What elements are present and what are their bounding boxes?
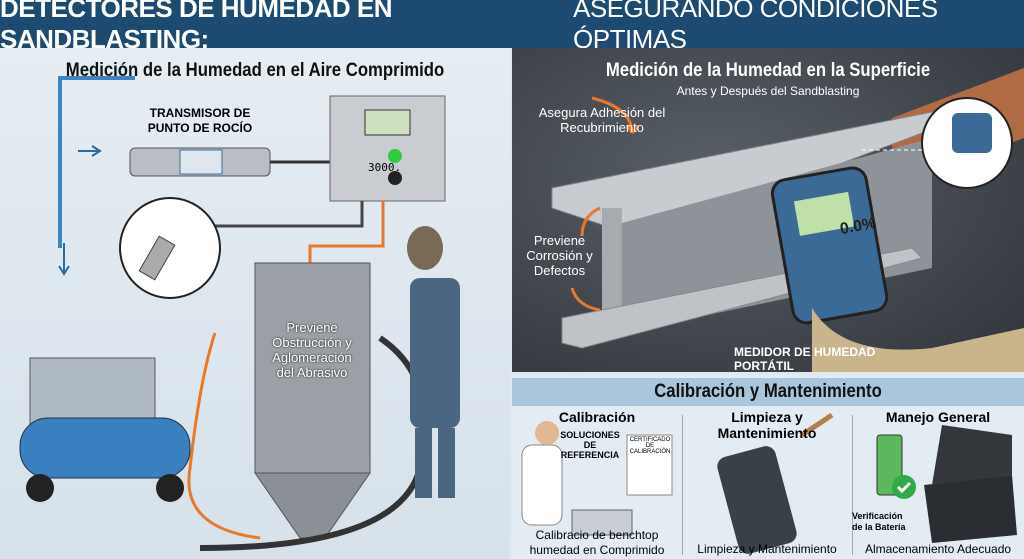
air-compressor-tank <box>19 417 191 479</box>
title-rest: ASEGURANDO CONDICIONES ÓPTIMAS <box>573 0 938 54</box>
benchtop-calibrator <box>571 509 633 536</box>
calibration-caption: Calibracio de benchtop humedad en Compri… <box>529 528 665 557</box>
main-title: DETECTORES DE HUMEDAD EN SANDBLASTING: AS… <box>0 0 1024 54</box>
adhesion-label: Asegura Adhesión del Recubrimiento <box>538 105 666 135</box>
title-bold: DETECTORES DE HUMEDAD EN SANDBLASTING: <box>0 0 393 54</box>
certificate-label: CERTIFICADO DE CALIBRACIÓN <box>629 437 671 455</box>
right-top-subtitle: Antes y Después del Sandblasting <box>676 84 860 98</box>
storage-caption: Almacenamiento Adecuado <box>864 542 1012 556</box>
cleaning-caption: Limpieza y Mantenimiento <box>697 542 837 556</box>
scientist <box>521 444 563 526</box>
left-panel-title: Medición de la Humedad en el Aire Compri… <box>65 60 445 81</box>
flow-down-arrow-icon <box>58 243 70 276</box>
compressor-motor <box>29 357 156 429</box>
handheld-device <box>717 446 797 554</box>
cleaning-heading: Limpieza y Mantenimiento <box>717 409 817 441</box>
transmitter-label: TRANSMISOR DE PUNTO DE ROCÍO <box>147 106 253 135</box>
controller-display: 3000. <box>368 161 402 174</box>
arrow-icon <box>591 96 640 134</box>
worker <box>410 278 460 428</box>
gloved-hand <box>812 308 1024 372</box>
compressed-air-panel: Medición de la Humedad en el Aire Compri… <box>0 48 510 559</box>
arrow-icon <box>580 206 601 237</box>
corrosion-label: Previene Corrosión y Defectos <box>526 233 593 278</box>
battery-label: Verificación de la Batería <box>852 511 906 532</box>
calibration-title: Calibración y Mantenimiento <box>654 381 882 402</box>
calibration-heading: Calibración <box>558 409 636 425</box>
carrying-case <box>924 475 1017 543</box>
handling-heading: Manejo General <box>885 409 991 425</box>
tank-label: Previene Obstrucción y Aglomeración del … <box>272 320 352 380</box>
surface-illustration <box>551 68 1024 372</box>
control-knob-icon <box>388 171 402 185</box>
air-pipe <box>58 76 135 248</box>
led-green-icon <box>388 149 402 163</box>
flow-arrow-icon <box>78 145 102 157</box>
right-top-title: Medición de la Humedad en la Superficie <box>605 60 931 81</box>
meter-caption: MEDIDOR DE HUMEDAD PORTÁTIL <box>734 345 876 373</box>
calibration-panel: Calibración y Mantenimiento Calibración … <box>512 375 1024 559</box>
worker-hood <box>407 226 443 270</box>
compressed-air-illustration <box>19 76 460 551</box>
sandblast-tank <box>254 262 371 474</box>
certificate <box>626 434 673 496</box>
calibration-illustrations <box>521 412 1017 554</box>
surface-moisture-panel: Medición de la Humedad en la Superficie … <box>512 48 1024 373</box>
arrow-icon <box>570 287 601 312</box>
reference-solutions-label: SOLUCIONES DE REFERENCIA <box>560 430 620 460</box>
